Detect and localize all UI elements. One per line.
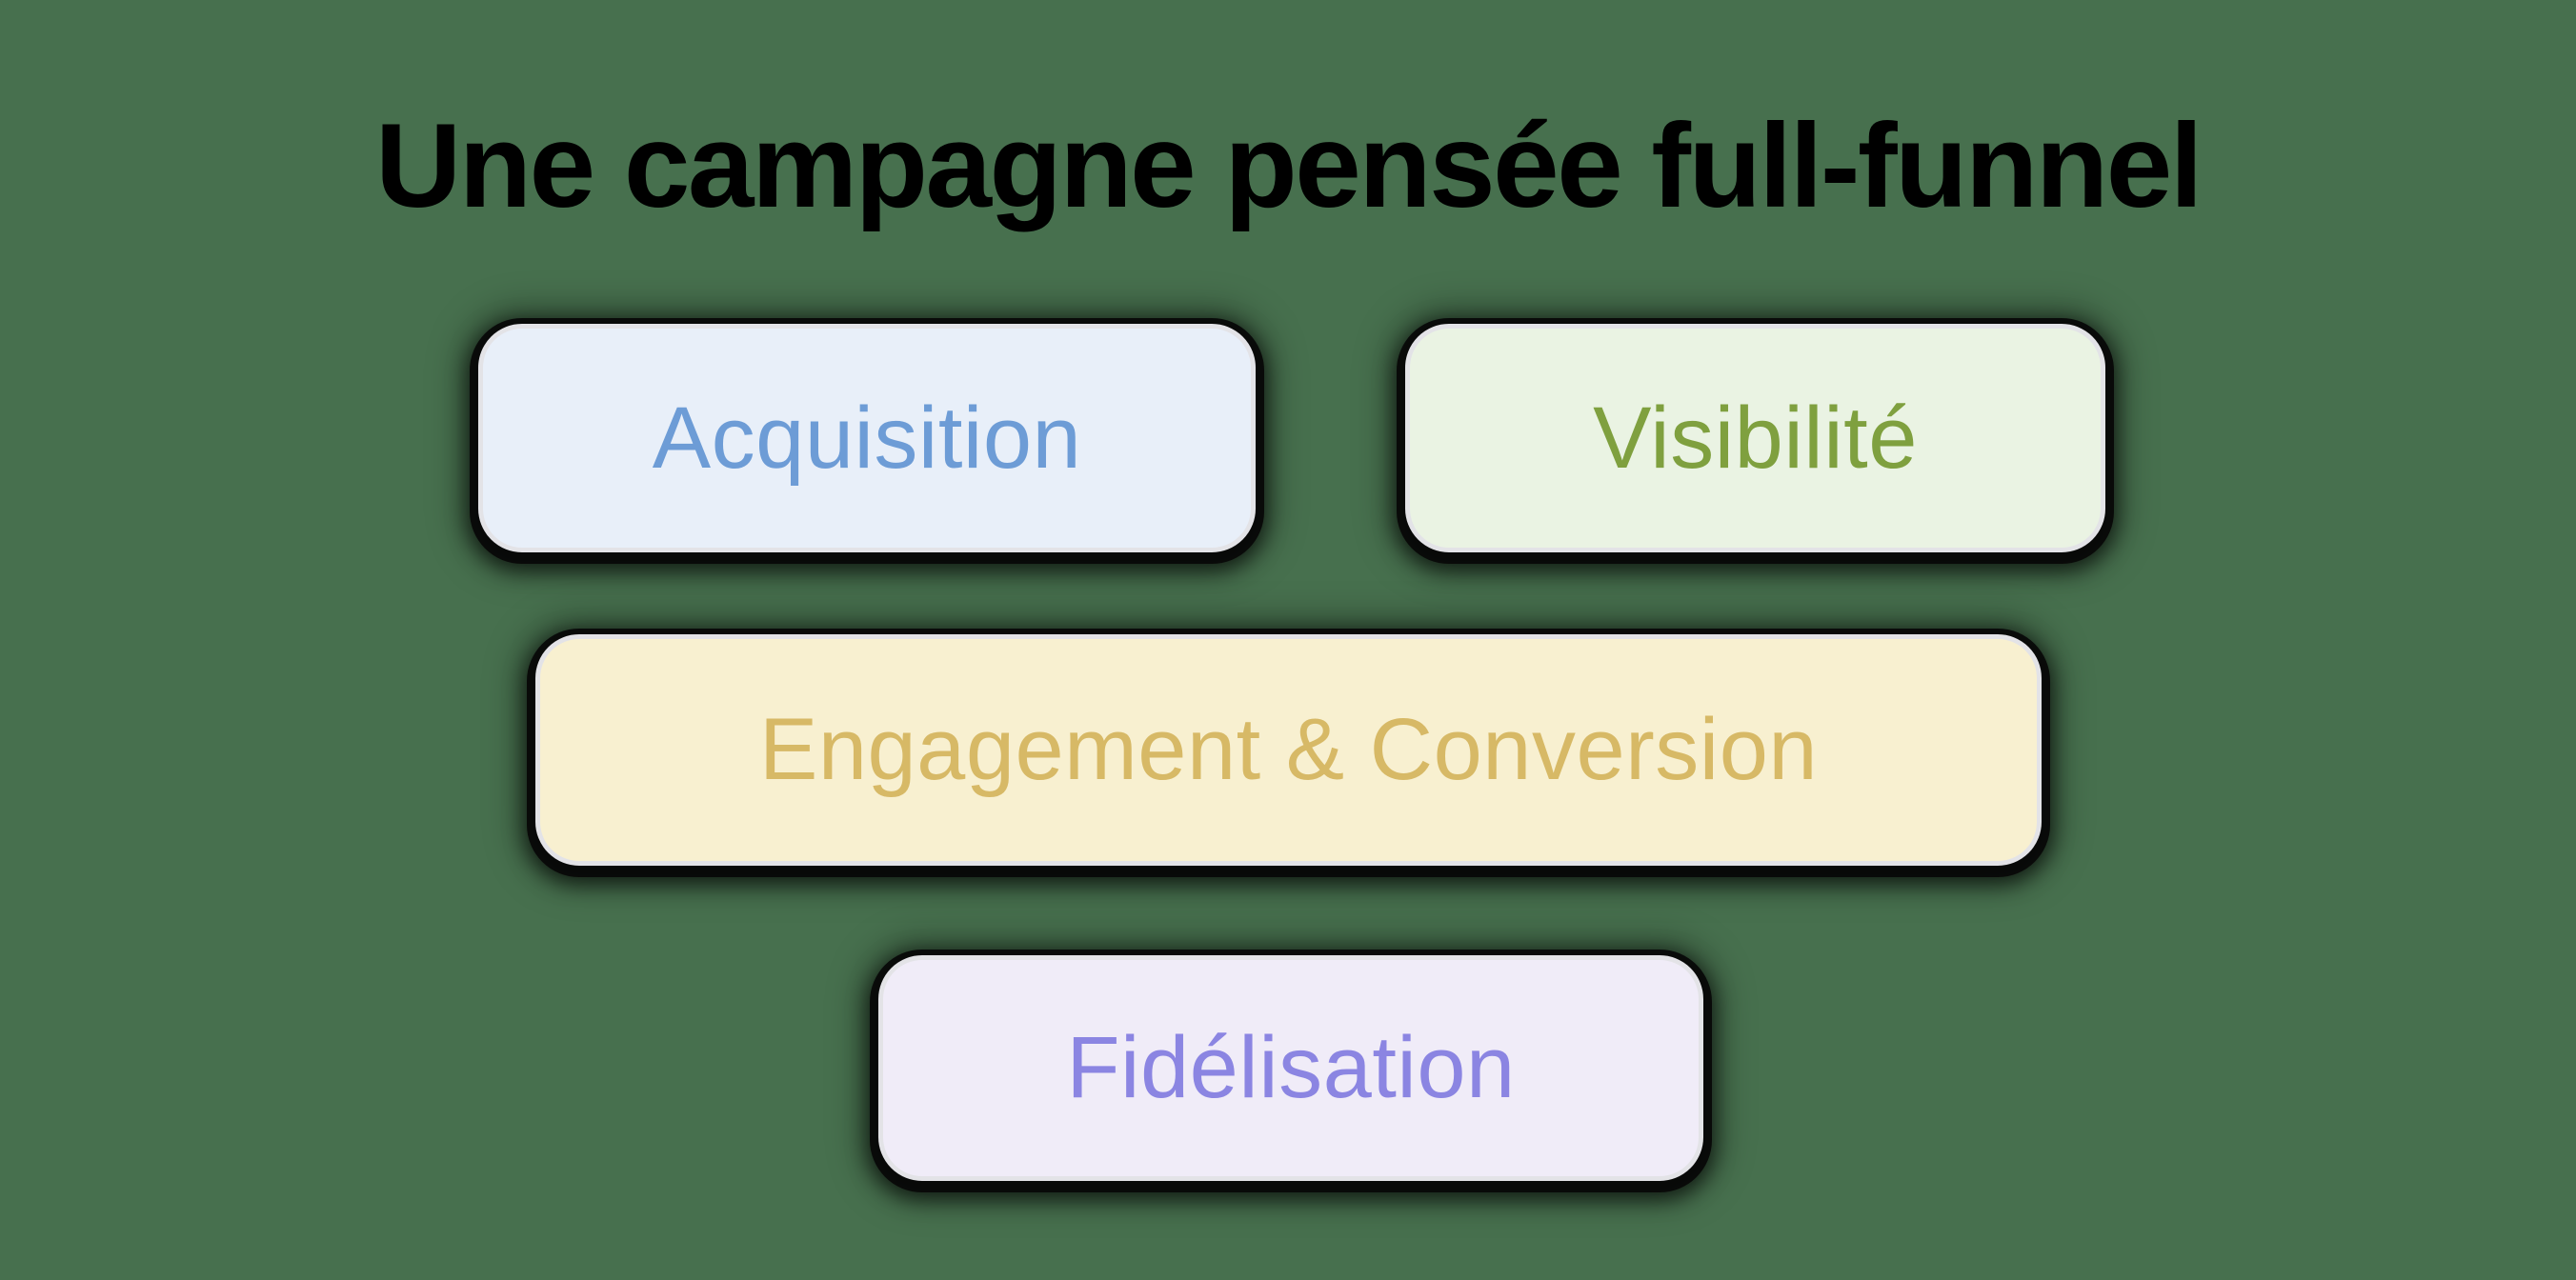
funnel-stage-label: Visibilité [1593, 389, 1918, 487]
funnel-stage-label: Fidélisation [1066, 1019, 1516, 1116]
funnel-stage-engagement-conversion: Engagement & Conversion [535, 634, 2042, 866]
funnel-stage-label: Acquisition [652, 389, 1082, 487]
funnel-stage-visibilite: Visibilité [1405, 324, 2105, 552]
funnel-stage-acquisition: Acquisition [478, 324, 1256, 552]
diagram-title: Une campagne pensée full-funnel [375, 100, 2203, 232]
funnel-stage-fidelisation: Fidélisation [878, 955, 1703, 1181]
funnel-stage-label: Engagement & Conversion [758, 701, 1819, 798]
